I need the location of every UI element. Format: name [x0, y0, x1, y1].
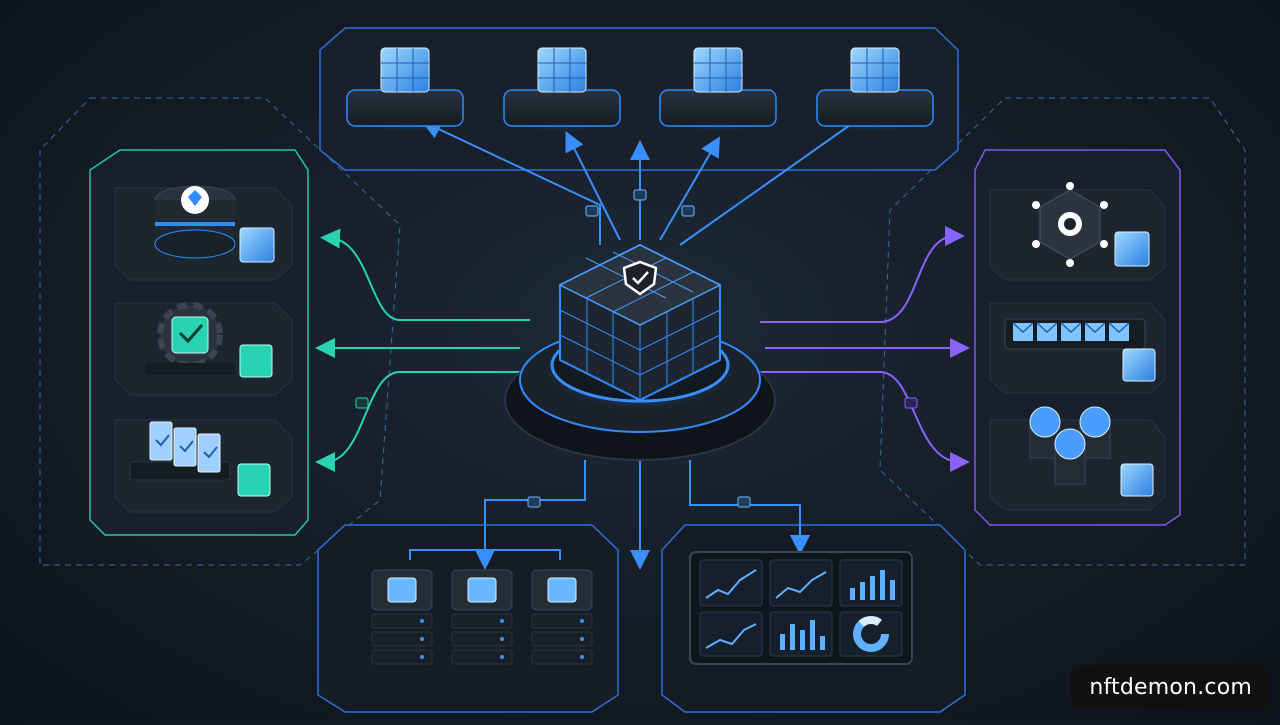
analytics-dashboard-icon [689, 551, 913, 665]
connector-bottom-branch-left [409, 549, 485, 560]
server-rack-node[interactable] [451, 569, 513, 665]
cube-small-icon [239, 227, 275, 263]
connector-right-3 [760, 371, 970, 472]
bottom-right-cluster [689, 551, 913, 665]
cube-cluster-icon [850, 47, 900, 93]
right-cluster [989, 182, 1166, 511]
analytics-dashboard-node[interactable] [689, 551, 913, 665]
bottom-left-cluster [371, 569, 593, 665]
document-check-node[interactable] [114, 419, 293, 513]
network-hub-node[interactable] [989, 182, 1166, 281]
packet-icon [633, 189, 647, 201]
packet-icon [737, 496, 751, 508]
top-cluster-panel [319, 27, 959, 171]
top-cluster [343, 47, 937, 132]
connector-left-1 [320, 228, 530, 321]
cube-small-icon [1114, 231, 1150, 267]
cube-small-icon [1120, 463, 1154, 497]
connector-right-1 [760, 226, 965, 323]
packet-icon [355, 397, 369, 409]
network-hub-icon [1032, 182, 1108, 267]
database-shield-icon [154, 185, 236, 259]
packet-icon [904, 397, 918, 409]
connector-top-2 [565, 131, 621, 241]
cube-cluster-node[interactable] [813, 47, 937, 132]
gear-check-node[interactable] [114, 302, 293, 396]
left-cluster [114, 185, 293, 513]
server-rack-node[interactable] [371, 569, 433, 665]
server-rack-icon [371, 569, 433, 665]
database-group-icon [1029, 406, 1111, 485]
cube-cluster-icon [380, 47, 430, 93]
server-rack-icon [451, 569, 513, 665]
server-rack-icon [531, 569, 593, 665]
shield-check-icon [622, 260, 658, 296]
right-outer-region [879, 97, 1246, 566]
database-group-node[interactable] [989, 406, 1166, 511]
cube-cluster-node[interactable] [500, 47, 624, 132]
mail-array-icon [1004, 318, 1146, 350]
connector-left-3 [315, 371, 520, 472]
cube-small-icon [1122, 348, 1156, 382]
document-check-icon [129, 421, 231, 481]
central-hub[interactable] [504, 243, 776, 461]
packet-icon [585, 205, 599, 217]
cube-small-icon [239, 344, 273, 378]
gear-check-icon [145, 302, 235, 375]
database-shield-node[interactable] [114, 185, 293, 281]
mail-array-node[interactable] [989, 302, 1166, 394]
data-packets [355, 189, 918, 508]
connector-top-5 [679, 124, 851, 246]
connector-top-4 [659, 136, 721, 241]
cube-cluster-icon [693, 47, 743, 93]
packet-icon [527, 496, 541, 508]
cube-cluster-icon [537, 47, 587, 93]
server-rack-node[interactable] [531, 569, 593, 665]
watermark: nftdemon.com [1071, 665, 1270, 710]
cube-cluster-node[interactable] [656, 47, 780, 132]
connector-bottom-branch-right [485, 549, 561, 560]
cube-cluster-node[interactable] [343, 47, 467, 132]
cube-small-icon [237, 463, 271, 497]
connector-top-1 [420, 120, 601, 245]
packet-icon [681, 205, 695, 217]
